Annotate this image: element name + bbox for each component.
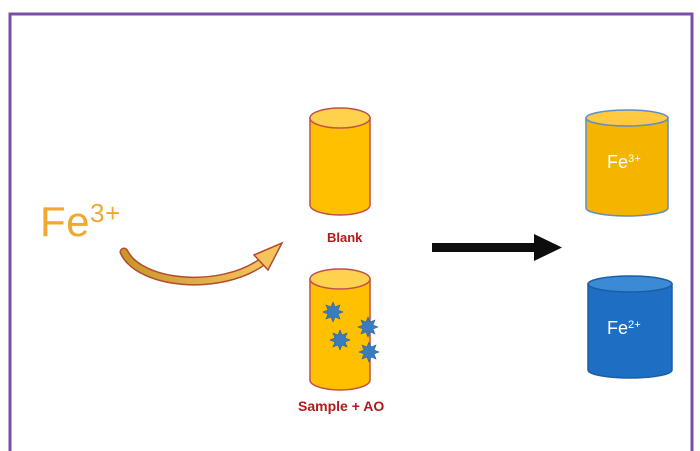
fe2-result-cylinder [587,275,673,379]
blank-label: Blank [327,230,363,245]
curved-arrow [119,241,284,286]
fe3-reactant-label: Fe3+ [40,197,121,245]
blank-cylinder [309,107,371,216]
reaction-arrow [432,234,562,261]
frame-border [8,12,694,451]
fe2-cylinder-label: Fe2+ [607,318,641,338]
sample-ao-label: Sample + AO [298,398,385,414]
fe3-cylinder-label: Fe3+ [607,152,641,172]
fe3-result-cylinder [585,109,669,217]
antioxidant-star-icon [322,301,380,363]
